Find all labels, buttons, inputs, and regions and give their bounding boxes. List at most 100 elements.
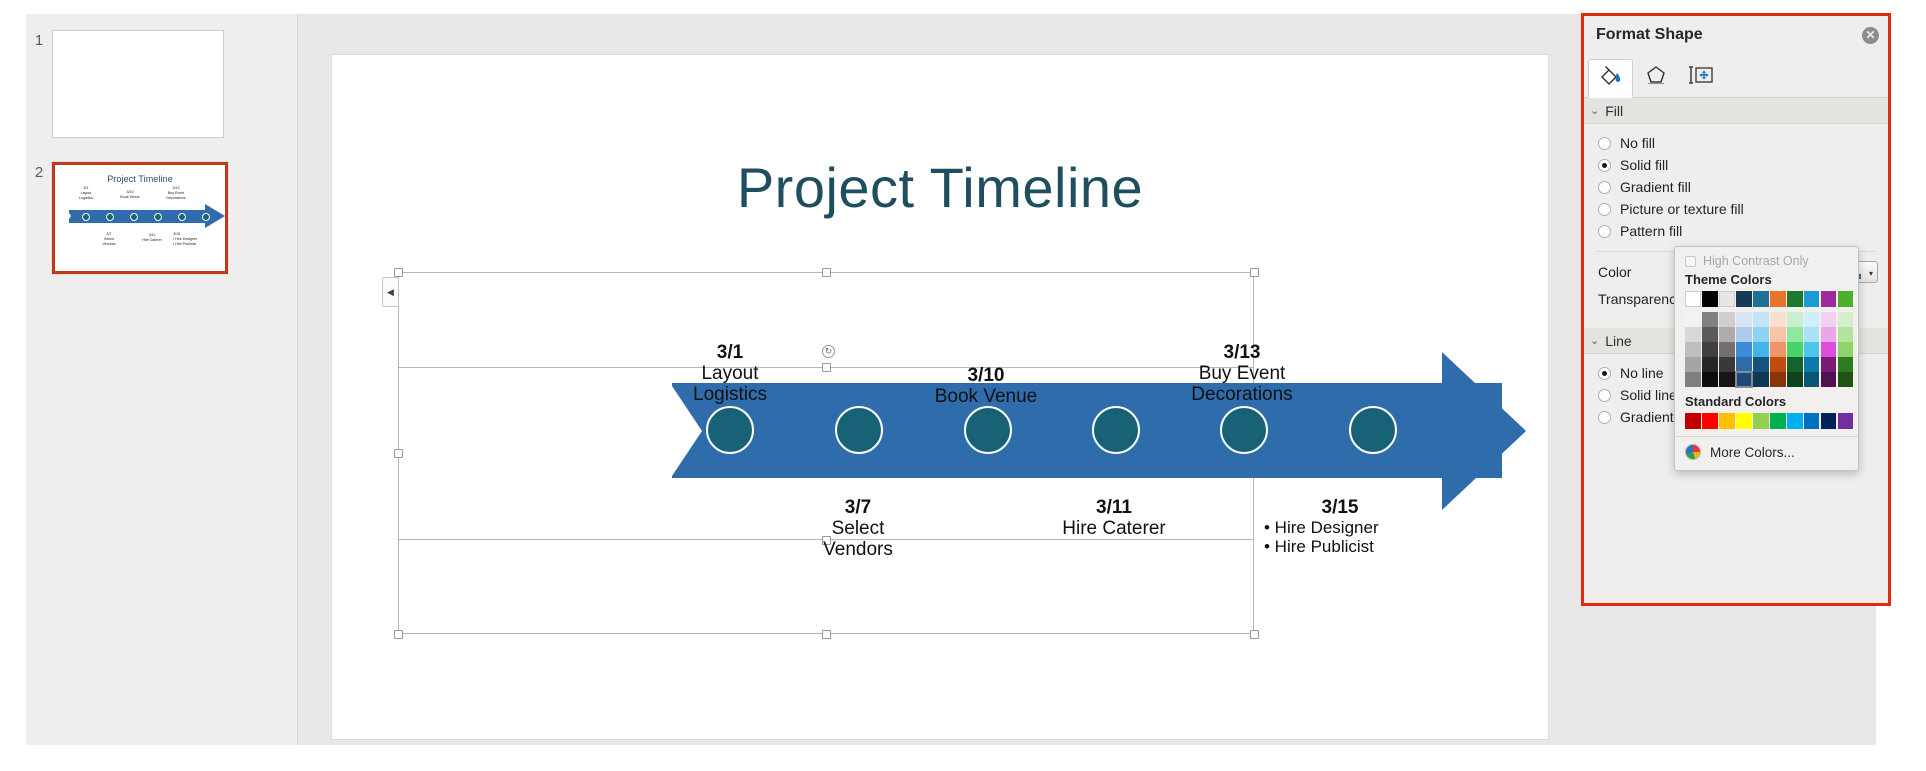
theme-colors-row[interactable]: [1685, 312, 1858, 327]
color-swatch[interactable]: [1769, 372, 1786, 387]
color-swatch[interactable]: [1769, 342, 1786, 357]
color-swatch[interactable]: [1752, 312, 1769, 327]
color-swatch[interactable]: [1769, 413, 1786, 429]
theme-colors-row[interactable]: [1685, 342, 1858, 357]
radio-indicator[interactable]: [1598, 180, 1611, 194]
color-swatch[interactable]: [1718, 413, 1735, 429]
color-swatch[interactable]: [1718, 312, 1735, 327]
color-swatch[interactable]: [1820, 413, 1837, 429]
milestone-node-2[interactable]: [835, 406, 883, 454]
color-swatch[interactable]: [1820, 342, 1837, 357]
color-swatch[interactable]: [1803, 357, 1820, 372]
milestone-label-1[interactable]: 3/1 Layout Logistics: [693, 342, 767, 405]
color-swatch[interactable]: [1685, 372, 1701, 387]
radio-indicator[interactable]: [1598, 388, 1611, 402]
format-panel-tabs[interactable]: [1584, 58, 1888, 98]
color-swatch[interactable]: [1735, 357, 1752, 372]
resize-handle-sw[interactable]: [394, 630, 403, 639]
color-swatch[interactable]: [1786, 327, 1803, 342]
color-swatch[interactable]: [1735, 291, 1752, 307]
high-contrast-only-checkbox[interactable]: High Contrast Only: [1675, 247, 1858, 270]
color-swatch[interactable]: [1701, 413, 1718, 429]
theme-colors-row[interactable]: [1685, 371, 1858, 388]
thumbnail-slide-1[interactable]: 1: [26, 30, 224, 138]
color-swatch[interactable]: [1701, 372, 1718, 387]
color-swatch[interactable]: [1820, 327, 1837, 342]
theme-colors-row[interactable]: [1685, 291, 1858, 312]
color-swatch[interactable]: [1769, 327, 1786, 342]
color-swatch-selected[interactable]: [1734, 371, 1753, 388]
milestone-node-3[interactable]: [964, 406, 1012, 454]
color-swatch[interactable]: [1769, 312, 1786, 327]
theme-colors-row[interactable]: [1685, 357, 1858, 372]
color-swatch[interactable]: [1803, 342, 1820, 357]
color-swatch[interactable]: [1718, 357, 1735, 372]
timeline-graphic[interactable]: 3/1 Layout Logistics 3/10 Book Venue 3/1…: [332, 55, 1548, 739]
color-swatch[interactable]: [1735, 312, 1752, 327]
radio-gradient-fill[interactable]: Gradient fill: [1584, 176, 1888, 198]
line-options-group[interactable]: No line Solid line Gradient lin: [1584, 354, 1888, 428]
milestone-label-2[interactable]: 3/7 Select Vendors: [823, 497, 893, 560]
resize-handle-ne[interactable]: [1250, 268, 1259, 277]
radio-solid-fill[interactable]: Solid fill: [1584, 154, 1888, 176]
color-swatch[interactable]: [1685, 327, 1701, 342]
color-swatch[interactable]: [1786, 291, 1803, 307]
color-swatch[interactable]: [1718, 291, 1735, 307]
color-swatch[interactable]: [1820, 291, 1837, 307]
color-swatch[interactable]: [1803, 312, 1820, 327]
color-swatch[interactable]: [1837, 413, 1854, 429]
color-swatch[interactable]: [1701, 312, 1718, 327]
milestone-label-4[interactable]: 3/11 Hire Caterer: [1062, 497, 1166, 539]
theme-colors-grid[interactable]: [1675, 291, 1858, 388]
color-swatch[interactable]: [1701, 357, 1718, 372]
color-swatch[interactable]: [1837, 312, 1854, 327]
color-swatch[interactable]: [1837, 372, 1854, 387]
resize-handle-nw[interactable]: [394, 268, 403, 277]
fill-options-group[interactable]: No fill Solid fill Gradient fill Picture…: [1584, 124, 1888, 242]
fill-section-header[interactable]: ⌄ Fill: [1584, 98, 1888, 124]
thumbnail-image-1[interactable]: [52, 30, 224, 138]
chevron-down-icon[interactable]: ⌄: [1590, 105, 1600, 117]
radio-indicator[interactable]: [1598, 410, 1611, 424]
resize-handle-text-s[interactable]: [822, 536, 831, 545]
color-swatch[interactable]: [1685, 342, 1701, 357]
radio-pattern-fill[interactable]: Pattern fill: [1584, 220, 1888, 242]
tab-fill-and-line[interactable]: [1588, 59, 1633, 98]
resize-handle-se[interactable]: [1250, 630, 1259, 639]
radio-gradient-line[interactable]: Gradient lin: [1584, 406, 1888, 428]
radio-no-line[interactable]: No line: [1584, 362, 1888, 384]
milestone-node-5[interactable]: [1220, 406, 1268, 454]
slide-surface[interactable]: Project Timeline ◀ ↻: [332, 55, 1548, 739]
color-swatch[interactable]: [1701, 342, 1718, 357]
color-swatch[interactable]: [1837, 291, 1854, 307]
arrow-head[interactable]: [1442, 352, 1526, 510]
color-swatch[interactable]: [1837, 357, 1854, 372]
color-swatch[interactable]: [1752, 372, 1769, 387]
transparency-row[interactable]: Transparency: [1584, 285, 1888, 312]
radio-indicator[interactable]: [1598, 202, 1611, 216]
radio-indicator-selected[interactable]: [1598, 158, 1611, 172]
resize-handle-text-n[interactable]: [822, 363, 831, 372]
standard-colors-row[interactable]: [1685, 413, 1858, 429]
chevron-down-icon[interactable]: ⌄: [1590, 335, 1600, 347]
color-swatch[interactable]: [1786, 342, 1803, 357]
color-swatch[interactable]: [1685, 312, 1701, 327]
color-swatch[interactable]: [1685, 291, 1701, 307]
color-swatch[interactable]: [1769, 291, 1786, 307]
chevron-down-icon[interactable]: ▾: [1868, 268, 1873, 278]
color-swatch[interactable]: [1803, 291, 1820, 307]
color-swatch[interactable]: [1685, 413, 1701, 429]
milestone-node-4[interactable]: [1092, 406, 1140, 454]
milestone-node-1[interactable]: [706, 406, 754, 454]
radio-no-fill[interactable]: No fill: [1584, 132, 1888, 154]
color-swatch[interactable]: [1786, 372, 1803, 387]
resize-handle-n[interactable]: [822, 268, 831, 277]
color-swatch[interactable]: [1718, 327, 1735, 342]
color-swatch[interactable]: [1752, 357, 1769, 372]
color-swatch[interactable]: [1752, 342, 1769, 357]
color-swatch[interactable]: [1735, 342, 1752, 357]
resize-handle-s[interactable]: [822, 630, 831, 639]
radio-indicator-selected[interactable]: [1598, 366, 1611, 380]
color-swatch[interactable]: [1685, 357, 1701, 372]
